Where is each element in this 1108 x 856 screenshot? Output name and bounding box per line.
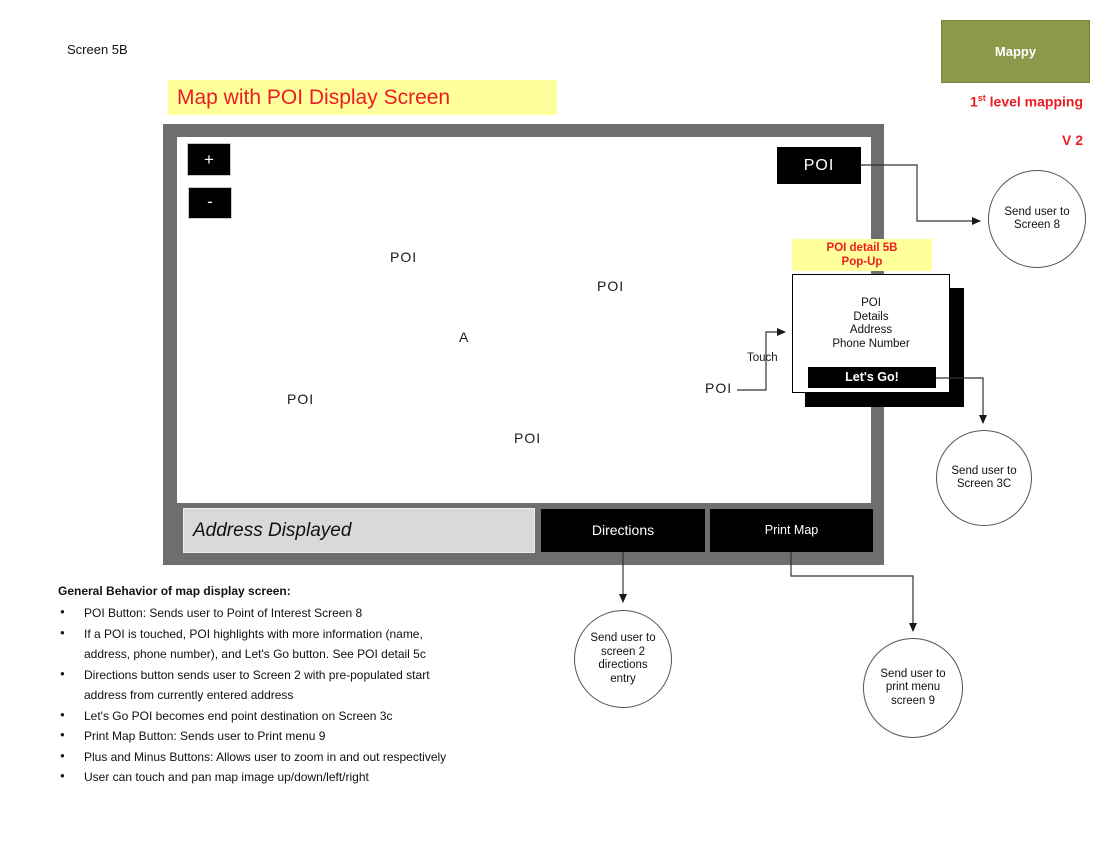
note-bullet: Print Map Button: Sends user to Print me…: [58, 725, 460, 747]
page-title: Map with POI Display Screen: [168, 80, 557, 115]
poi-marker-touched[interactable]: POI: [705, 380, 733, 396]
note-bullet: Let's Go POI becomes end point destinati…: [58, 705, 460, 727]
directions-button[interactable]: Directions: [541, 509, 705, 552]
note-bullet: Plus and Minus Buttons: Allows user to z…: [58, 746, 460, 768]
touch-annotation: Touch: [747, 352, 778, 364]
note-bullet: User can touch and pan map image up/down…: [58, 766, 460, 788]
zoom-out-button[interactable]: -: [188, 187, 232, 219]
note-bullet: POI Button: Sends user to Point of Inter…: [58, 602, 460, 624]
flow-node-screen-8: Send user to Screen 8: [988, 170, 1086, 268]
notes-heading: General Behavior of map display screen:: [58, 584, 291, 598]
address-display-field[interactable]: Address Displayed: [183, 508, 535, 553]
notes-list: POI Button: Sends user to Point of Inter…: [58, 602, 478, 788]
poi-marker[interactable]: POI: [514, 430, 542, 446]
logo-text: Mappy: [994, 44, 1037, 59]
flow-node-print-menu-9: Send user to print menu screen 9: [863, 638, 963, 738]
poi-marker[interactable]: POI: [287, 391, 315, 407]
popup-callout-label: POI detail 5B Pop-Up: [792, 239, 932, 271]
note-bullet: Directions button sends user to Screen 2…: [58, 664, 460, 706]
behavior-notes: General Behavior of map display screen: …: [58, 584, 478, 788]
lets-go-button[interactable]: Let's Go!: [808, 367, 936, 388]
print-map-button[interactable]: Print Map: [710, 509, 873, 552]
screen-id-label: Screen 5B: [67, 42, 128, 57]
poi-marker[interactable]: POI: [597, 278, 625, 294]
poi-detail-text: POI Details Address Phone Number: [832, 297, 910, 350]
poi-button[interactable]: POI: [777, 147, 861, 184]
flow-node-screen-3c: Send user to Screen 3C: [936, 430, 1032, 526]
mappy-logo: Mappy: [941, 20, 1090, 83]
poi-marker[interactable]: POI: [390, 249, 418, 265]
level-mapping-label: 1st level mapping: [969, 93, 1083, 110]
poi-detail-popup: POI Details Address Phone Number Let's G…: [792, 274, 950, 393]
map-canvas[interactable]: [177, 137, 871, 503]
version-label: V 2: [1061, 132, 1083, 148]
zoom-in-button[interactable]: +: [187, 143, 231, 176]
ordinal-superscript: st: [977, 93, 986, 103]
note-bullet: If a POI is touched, POI highlights with…: [58, 623, 460, 665]
map-pin-a-label: A: [459, 329, 470, 345]
flow-node-screen-2-directions: Send user to screen 2 directions entry: [574, 610, 672, 708]
